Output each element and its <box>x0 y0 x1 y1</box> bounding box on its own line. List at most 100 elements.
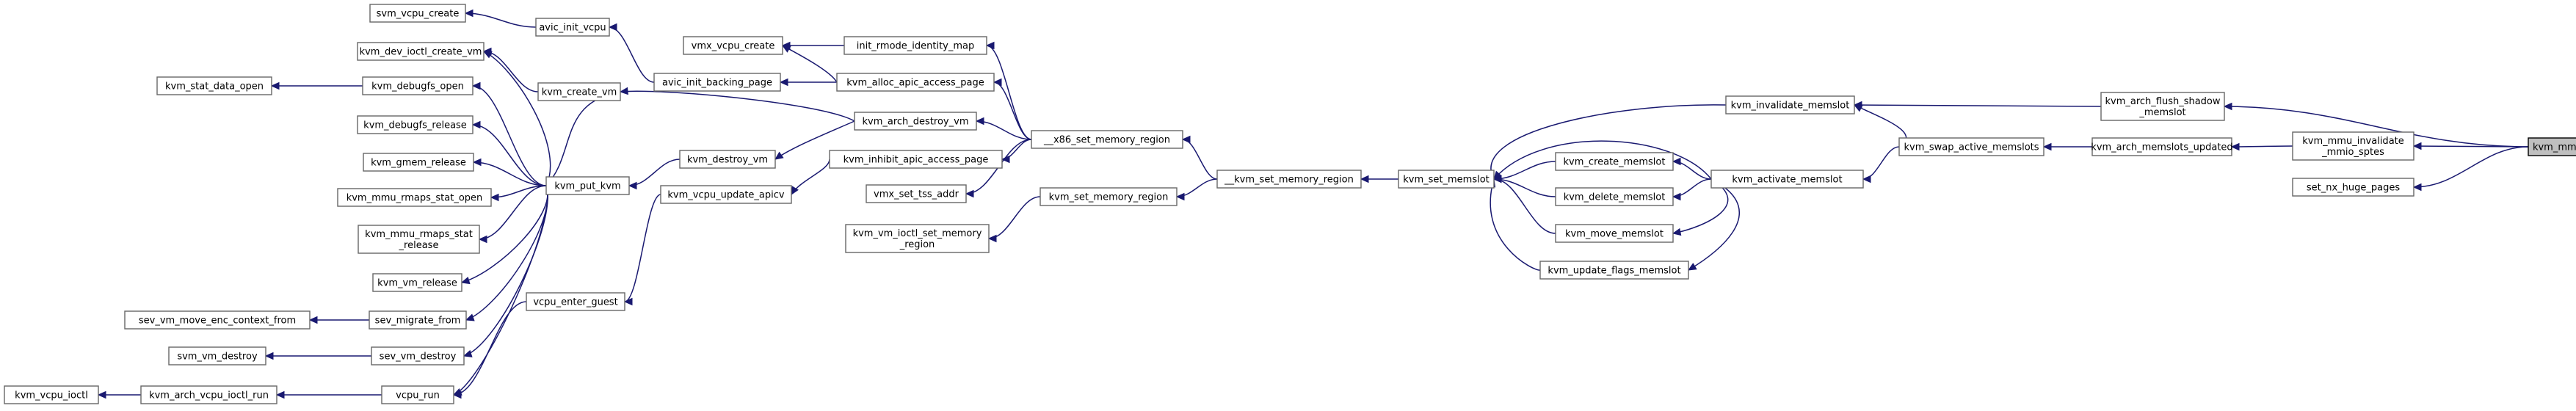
edge-line <box>1490 178 1541 271</box>
node-kvm-mmu-rmaps-stat-open[interactable]: kvm_mmu_rmaps_stat_open <box>337 188 492 207</box>
node-box <box>1555 224 1674 243</box>
edge-line <box>1854 104 2102 107</box>
node-kvm-set-memslot[interactable]: kvm_set_memslot <box>1398 170 1495 189</box>
node-kvm-vcpu-ioctl[interactable]: kvm_vcpu_ioctl <box>4 385 99 404</box>
edge-avic-init-vcpu-to-avic-init-backing-page <box>608 23 655 83</box>
node-box <box>2292 131 2414 161</box>
node-sev-vm-move-enc-context-from[interactable]: sev_vm_move_enc_context_from <box>124 310 311 330</box>
node-kvm-stat-data-open[interactable]: kvm_stat_data_open <box>156 76 272 95</box>
edge-kvm-set-memslot-to-kvm-move-memslot <box>1492 175 1556 234</box>
node-box <box>836 73 995 92</box>
edge-line <box>2231 145 2293 148</box>
node-kvm-mmu-rmaps-stat-release[interactable]: kvm_mmu_rmaps_stat_release <box>358 225 480 254</box>
edge-kvm-arch-memslots-updated-to-kvm-mmu-invalidate-mmio-sptes <box>2230 142 2293 151</box>
node-box <box>537 82 621 101</box>
node-kvm-inhibit-apic-access-page[interactable]: kvm_inhibit_apic_access_page <box>829 150 1003 169</box>
node-sev-vm-destroy[interactable]: sev_vm_destroy <box>371 346 465 365</box>
node-vcpu-enter-guest[interactable]: vcpu_enter_guest <box>526 292 625 311</box>
node-kvm-create-memslot[interactable]: kvm_create_memslot <box>1555 152 1674 171</box>
node-kvm-gmem-release[interactable]: kvm_gmem_release <box>363 153 474 172</box>
node-label: kvm_create_vm <box>542 87 617 98</box>
node-svm-vcpu-create[interactable]: svm_vcpu_create <box>369 4 466 23</box>
arrowhead <box>1672 157 1681 166</box>
arrowhead <box>471 81 481 90</box>
edge-kvm-alloc-apic-access-page-to-x86-set-memory-region <box>993 78 1032 140</box>
node-kvm-destroy-vm[interactable]: kvm_destroy_vm <box>679 150 776 169</box>
edge-line <box>624 194 661 302</box>
node-kvm-dev-ioctl-create-vm[interactable]: kvm_dev_ioctl_create_vm <box>357 42 485 61</box>
node-kvm-create-vm[interactable]: kvm_create_vm <box>537 82 621 101</box>
edge-sev-vm-destroy-to-kvm-put-kvm <box>462 185 548 357</box>
arrowhead <box>264 352 274 360</box>
node-kvm-debugfs-open[interactable]: kvm_debugfs_open <box>362 76 474 95</box>
edge-line <box>976 120 1032 140</box>
node-kvm-move-memslot[interactable]: kvm_move_memslot <box>1555 224 1674 243</box>
node-kvm-update-flags-memslot[interactable]: kvm_update_flags_memslot <box>1539 261 1689 280</box>
node-kvm-delete-memslot[interactable]: kvm_delete_memslot <box>1555 187 1674 206</box>
node-label: vmx_vcpu_create <box>692 41 775 52</box>
edge-kvm-debugfs-open-to-kvm-put-kvm <box>471 81 547 186</box>
node-label: kvm_arch_memslots_updated <box>2091 142 2232 153</box>
node-box <box>140 385 277 404</box>
arrowhead <box>490 193 499 202</box>
node-box <box>854 112 977 131</box>
node-box <box>866 184 967 203</box>
node-box <box>679 150 776 169</box>
arrowhead <box>471 120 481 129</box>
edge-line <box>473 161 547 186</box>
node-box <box>1898 137 2045 156</box>
node-avic-init-backing-page[interactable]: avic_init_backing_page <box>653 73 781 92</box>
node-kvm-arch-vcpu-ioctl-run[interactable]: kvm_arch_vcpu_ioctl_run <box>140 385 277 404</box>
arrowhead <box>1360 175 1369 183</box>
node-kvm-set-memory-region[interactable]: __kvm_set_memory_region <box>1216 170 1362 189</box>
node-avic-init-vcpu[interactable]: avic_init_vcpu <box>535 18 610 37</box>
arrowhead <box>275 390 285 399</box>
node-kvm-vm-ioctl-set-memory-region[interactable]: kvm_vm_ioctl_set_memory_region <box>845 224 990 253</box>
node-kvm-mmu-invalidate-mmio-sptes[interactable]: kvm_mmu_invalidate_mmio_sptes <box>2292 131 2414 161</box>
edge-kvm-invalidate-memslot-to-kvm-arch-flush-shadow-memslot <box>1853 101 2102 109</box>
node-vcpu-run[interactable]: vcpu_run <box>381 385 454 404</box>
node-kvm-invalidate-memslot[interactable]: kvm_invalidate_memslot <box>1725 95 1855 114</box>
node-vmx-set-tss-addr[interactable]: vmx_set_tss_addr <box>866 184 967 203</box>
node-svm-vm-destroy[interactable]: svm_vm_destroy <box>168 346 266 365</box>
node-kvm-put-kvm[interactable]: kvm_put_kvm <box>545 176 630 195</box>
node-box <box>845 224 990 253</box>
node-label: sev_migrate_from <box>375 316 461 327</box>
node-box <box>829 150 1003 169</box>
edge-kvm-update-flags-memslot-to-kvm-activate-memslot <box>1687 178 1741 271</box>
node-label: kvm_mmu_zap_all_fast <box>2533 142 2576 153</box>
node-label: kvm_alloc_apic_access_page <box>846 78 984 89</box>
arrowhead <box>465 313 475 321</box>
edge-kvm-vcpu-update-apicv-to-kvm-inhibit-apic-access-page <box>791 159 830 196</box>
arrowhead <box>985 41 995 50</box>
node-kvm-alloc-apic-access-page[interactable]: kvm_alloc_apic_access_page <box>836 73 995 92</box>
arrowhead <box>478 235 487 244</box>
node-kvm-activate-memslot[interactable]: kvm_activate_memslot <box>1710 170 1864 189</box>
node-label: init_rmode_identity_map <box>857 41 975 52</box>
node-kvm-mmu-zap-all-fast[interactable]: kvm_mmu_zap_all_fast <box>2528 137 2576 156</box>
edge-line <box>782 45 838 83</box>
edge-kvm-mmu-rmaps-stat-release-to-kvm-put-kvm <box>478 185 547 244</box>
node-vmx-vcpu-create[interactable]: vmx_vcpu_create <box>683 36 783 55</box>
arrowhead <box>608 23 617 32</box>
node-sev-migrate-from[interactable]: sev_migrate_from <box>369 310 467 330</box>
node-label: kvm_set_memory_region <box>1049 192 1169 203</box>
node-kvm-arch-memslots-updated[interactable]: kvm_arch_memslots_updated <box>2091 137 2233 156</box>
edge-vmx-vcpu-create-to-kvm-alloc-apic-access-page <box>781 45 838 83</box>
edge-line <box>472 85 547 186</box>
node-x86-set-memory-region[interactable]: __x86_set_memory_region <box>1031 130 1183 149</box>
node-kvm-vcpu-update-apicv[interactable]: kvm_vcpu_update_apicv <box>660 185 792 204</box>
node-label: kvm_swap_active_memslots <box>1904 142 2039 153</box>
node-kvm-set-memory-region[interactable]: kvm_set_memory_region <box>1040 187 1178 206</box>
node-kvm-arch-destroy-vm[interactable]: kvm_arch_destroy_vm <box>854 112 977 131</box>
node-label: kvm_move_memslot <box>1565 229 1663 240</box>
node-kvm-swap-active-memslots[interactable]: kvm_swap_active_memslots <box>1898 137 2045 156</box>
node-kvm-arch-flush-shadow-memslot[interactable]: kvm_arch_flush_shadow_memslot <box>2100 92 2225 121</box>
node-init-rmode-identity-map[interactable]: init_rmode_identity_map <box>843 36 987 55</box>
arrowhead <box>975 117 984 126</box>
node-kvm-vm-release[interactable]: kvm_vm_release <box>372 273 462 292</box>
arrowhead <box>482 51 493 59</box>
node-label: kvm_delete_memslot <box>1564 192 1666 203</box>
node-set-nx-huge-pages[interactable]: set_nx_huge_pages <box>2292 178 2414 197</box>
node-kvm-debugfs-release[interactable]: kvm_debugfs_release <box>357 115 474 134</box>
